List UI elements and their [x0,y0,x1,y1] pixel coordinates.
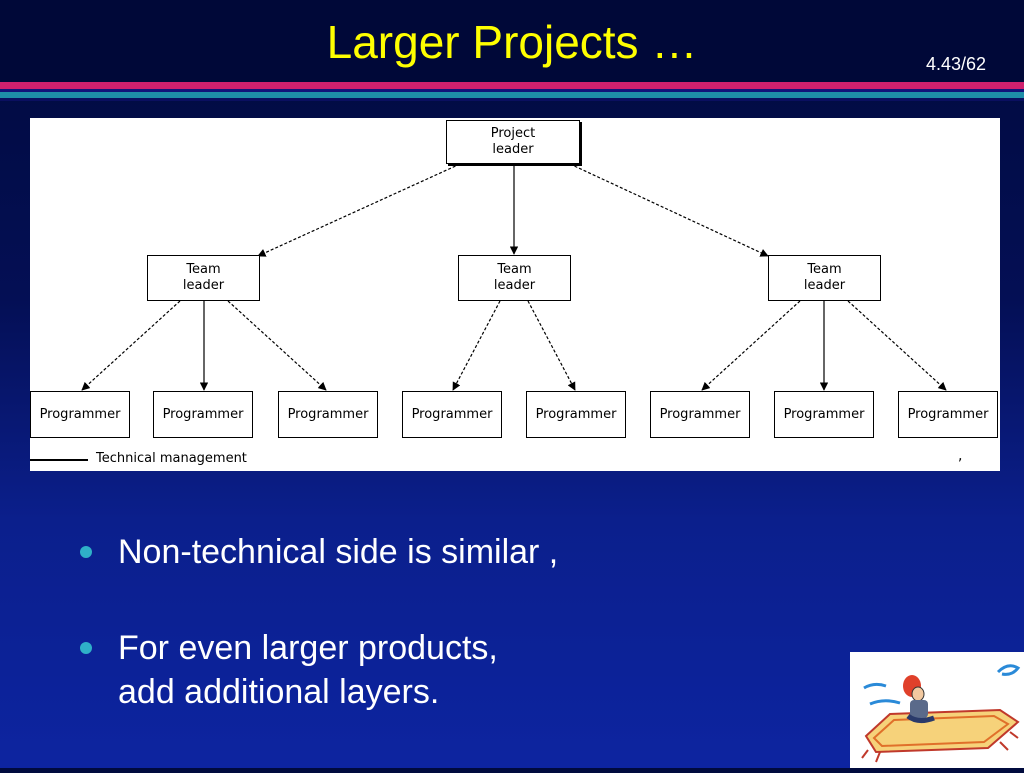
team-leader-line2: leader [803,278,846,293]
team-leader-line1: Team [807,262,842,277]
page-number: 4.43/62 [925,54,986,74]
programmer-box-8: Programmer [898,391,998,438]
bullet-item-1: Non-technical side is similar , [80,530,780,574]
programmer-box-7: Programmer [774,391,874,438]
bullet-text-line1: For even larger products, [118,629,498,667]
project-leader-line1: Project [490,126,536,141]
team-leader-line1: Team [497,262,532,277]
bullet-item-2: For even larger products, add additional… [80,626,780,714]
team-leader-box-3: Team leader [768,255,881,301]
programmer-box-4: Programmer [402,391,502,438]
bullet-text: Non-technical side is similar , [118,533,559,571]
connector-root-team3 [569,163,769,257]
programmer-box-3: Programmer [278,391,378,438]
bullet-text-line2: add additional layers. [118,673,440,711]
header-stripe-navy [0,98,1024,101]
connector-team3-prog8 [847,300,947,391]
connector-team1-prog3 [227,300,327,391]
header-stripe-teal [0,92,1024,98]
connector-root-team1 [257,163,461,257]
slide-header [0,0,1024,82]
legend-mark: , [958,448,963,464]
team-leader-box-1: Team leader [147,255,260,301]
connector-team2-prog5 [527,300,576,391]
legend-text: Technical management [96,451,247,466]
org-chart-connectors [81,163,947,391]
legend-line [30,459,88,461]
programmer-box-2: Programmer [153,391,253,438]
programmer-box-1: Programmer [30,391,130,438]
connector-team2-prog4 [452,300,501,391]
programmer-box-5: Programmer [526,391,626,438]
team-leader-line1: Team [186,262,221,277]
bullet-dot-icon [80,546,92,558]
team-leader-line2: leader [493,278,536,293]
slide-title: Larger Projects … [326,16,698,68]
connector-team3-prog6 [701,300,801,391]
connector-team1-prog1 [81,300,181,391]
org-chart-diagram: Project leader Team leader Team leader T… [30,118,1000,471]
project-leader-box: Project leader [446,120,580,164]
header-stripe-dark [0,89,1024,92]
project-leader-line2: leader [492,142,534,157]
bullet-list: Non-technical side is similar , For even… [80,530,780,714]
team-leader-box-2: Team leader [458,255,571,301]
flying-carpet-clipart-icon [850,652,1024,768]
header-stripe-magenta [0,82,1024,89]
team-leader-line2: leader [182,278,225,293]
programmer-box-6: Programmer [650,391,750,438]
bullet-dot-icon [80,642,92,654]
